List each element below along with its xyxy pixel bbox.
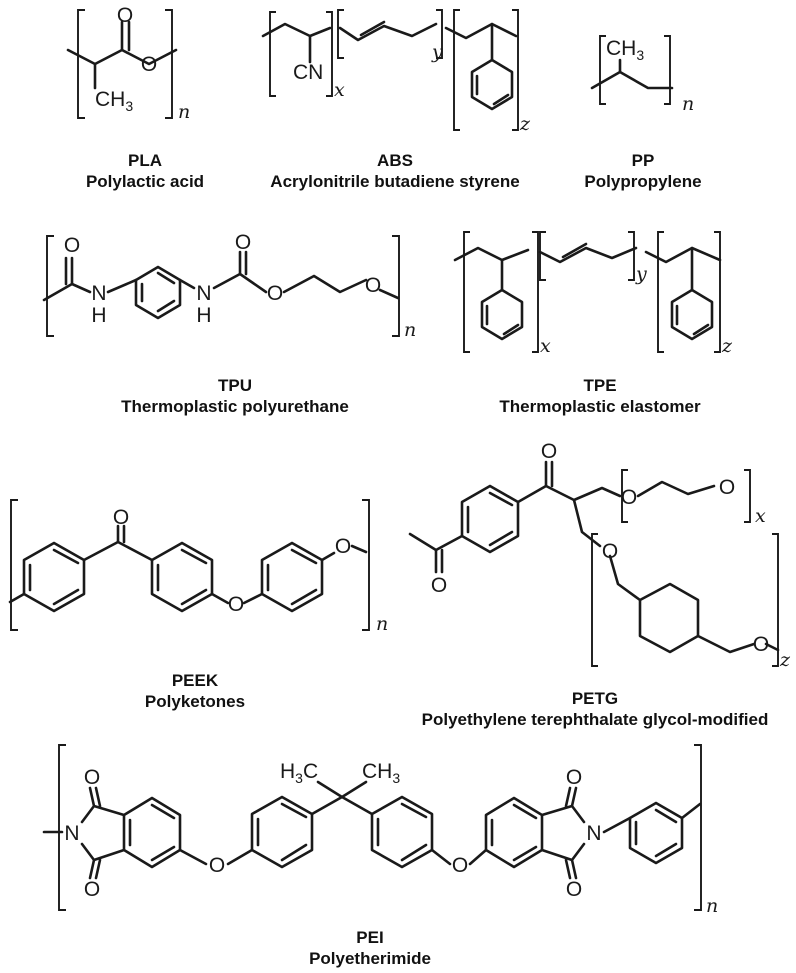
- peek-ether-oxygen-2: O: [335, 535, 351, 558]
- tpe-full-name: Thermoplastic elastomer: [499, 397, 701, 416]
- petg-abbreviation: PETG: [571, 689, 619, 708]
- tpu-amine-hydrogen-2: H: [196, 304, 211, 327]
- pei-imide-nitrogen-1: N: [64, 822, 79, 845]
- peek-ether-oxygen-1: O: [228, 593, 244, 616]
- peek-full-name: Polyketones: [144, 692, 246, 711]
- pla-caption: PLA Polylactic acid: [70, 150, 220, 192]
- pla-ester-oxygen: O: [141, 53, 157, 76]
- abs-index-x: x: [334, 79, 345, 101]
- pei-imide-nitrogen-2: N: [586, 822, 601, 845]
- peek-ketone-oxygen: O: [113, 506, 129, 529]
- pp-methyl-group: CH3: [606, 37, 644, 63]
- petg-index-z: z: [779, 649, 791, 671]
- pei-ether-oxygen-2: O: [452, 854, 468, 877]
- tpu-ether-oxygen: O: [365, 274, 381, 297]
- tpe-index-z: z: [721, 335, 733, 357]
- pei-imide-oxygen-2: O: [84, 878, 100, 901]
- pei-methyl-group-right: CH3: [362, 760, 400, 786]
- petg-cyclohexyl-oxygen-1: O: [602, 540, 618, 563]
- abs-full-name: Acrylonitrile butadiene styrene: [270, 172, 520, 191]
- tpu-carbonyl-oxygen-2: O: [235, 231, 251, 254]
- pei-repeat-index: n: [706, 895, 718, 917]
- petg-caption: PETG Polyethylene terephthalate glycol-m…: [405, 688, 785, 730]
- pp-full-name: Polypropylene: [584, 172, 702, 191]
- petg-ketone-oxygen: O: [541, 440, 557, 463]
- abs-structure: CN x y z: [261, 9, 531, 135]
- peek-repeat-index: n: [376, 613, 388, 635]
- pla-repeat-index: n: [178, 101, 190, 123]
- peek-structure: O O O n: [8, 499, 388, 635]
- pei-structure: N O O O O O O N H3C CH3 n: [42, 744, 718, 917]
- tpu-ester-oxygen: O: [267, 282, 283, 305]
- pp-repeat-index: n: [682, 93, 694, 115]
- pei-methyl-group-left: H3C: [280, 760, 318, 786]
- tpu-repeat-index: n: [404, 319, 416, 341]
- abs-index-z: z: [519, 113, 531, 135]
- pla-structure: O O CH3 n: [66, 4, 190, 123]
- pei-full-name: Polyetherimide: [309, 949, 431, 968]
- petg-glycol-oxygen-2: O: [719, 476, 735, 499]
- tpe-abbreviation: TPE: [583, 376, 617, 395]
- pei-ether-oxygen-1: O: [209, 854, 225, 877]
- abs-caption: ABS Acrylonitrile butadiene styrene: [245, 150, 545, 192]
- pei-caption: PEI Polyetherimide: [270, 927, 470, 969]
- petg-acetyl-oxygen: O: [431, 574, 447, 597]
- tpu-nitrogen-2: N: [196, 282, 211, 305]
- tpe-index-x: x: [540, 335, 551, 357]
- pla-methyl-group: CH3: [95, 88, 133, 114]
- abs-nitrile-group: CN: [293, 61, 323, 84]
- tpu-caption: TPU Thermoplastic polyurethane: [95, 375, 375, 417]
- tpu-nitrogen-1: N: [91, 282, 106, 305]
- tpu-carbonyl-oxygen-1: O: [64, 234, 80, 257]
- peek-abbreviation: PEEK: [171, 671, 219, 690]
- pp-structure: CH3 n: [590, 35, 694, 115]
- petg-structure: O O O O O O x z: [408, 440, 791, 671]
- pla-full-name: Polylactic acid: [85, 172, 205, 191]
- abs-abbreviation: ABS: [377, 151, 413, 170]
- peek-caption: PEEK Polyketones: [115, 670, 275, 712]
- petg-full-name: Polyethylene terephthalate glycol-modifi…: [421, 710, 769, 729]
- pei-imide-oxygen-4: O: [566, 878, 582, 901]
- tpe-structure: x y z: [453, 231, 733, 357]
- tpu-abbreviation: TPU: [218, 376, 252, 395]
- petg-glycol-oxygen-1: O: [621, 486, 637, 509]
- pp-abbreviation: PP: [631, 151, 655, 170]
- pla-carbonyl-oxygen: O: [117, 4, 133, 27]
- tpu-full-name: Thermoplastic polyurethane: [121, 397, 349, 416]
- tpu-structure: O N H N H O O O n: [42, 231, 416, 341]
- tpe-index-y: y: [635, 263, 647, 285]
- pei-imide-oxygen-1: O: [84, 766, 100, 789]
- tpu-amine-hydrogen-1: H: [91, 304, 106, 327]
- pei-imide-oxygen-3: O: [566, 766, 582, 789]
- pp-caption: PP Polypropylene: [568, 150, 718, 192]
- petg-index-x: x: [755, 505, 766, 527]
- petg-cyclohexyl-oxygen-2: O: [753, 633, 769, 656]
- tpe-caption: TPE Thermoplastic elastomer: [470, 375, 730, 417]
- pei-abbreviation: PEI: [356, 928, 384, 947]
- abs-index-y: y: [431, 41, 443, 63]
- pla-abbreviation: PLA: [128, 151, 162, 170]
